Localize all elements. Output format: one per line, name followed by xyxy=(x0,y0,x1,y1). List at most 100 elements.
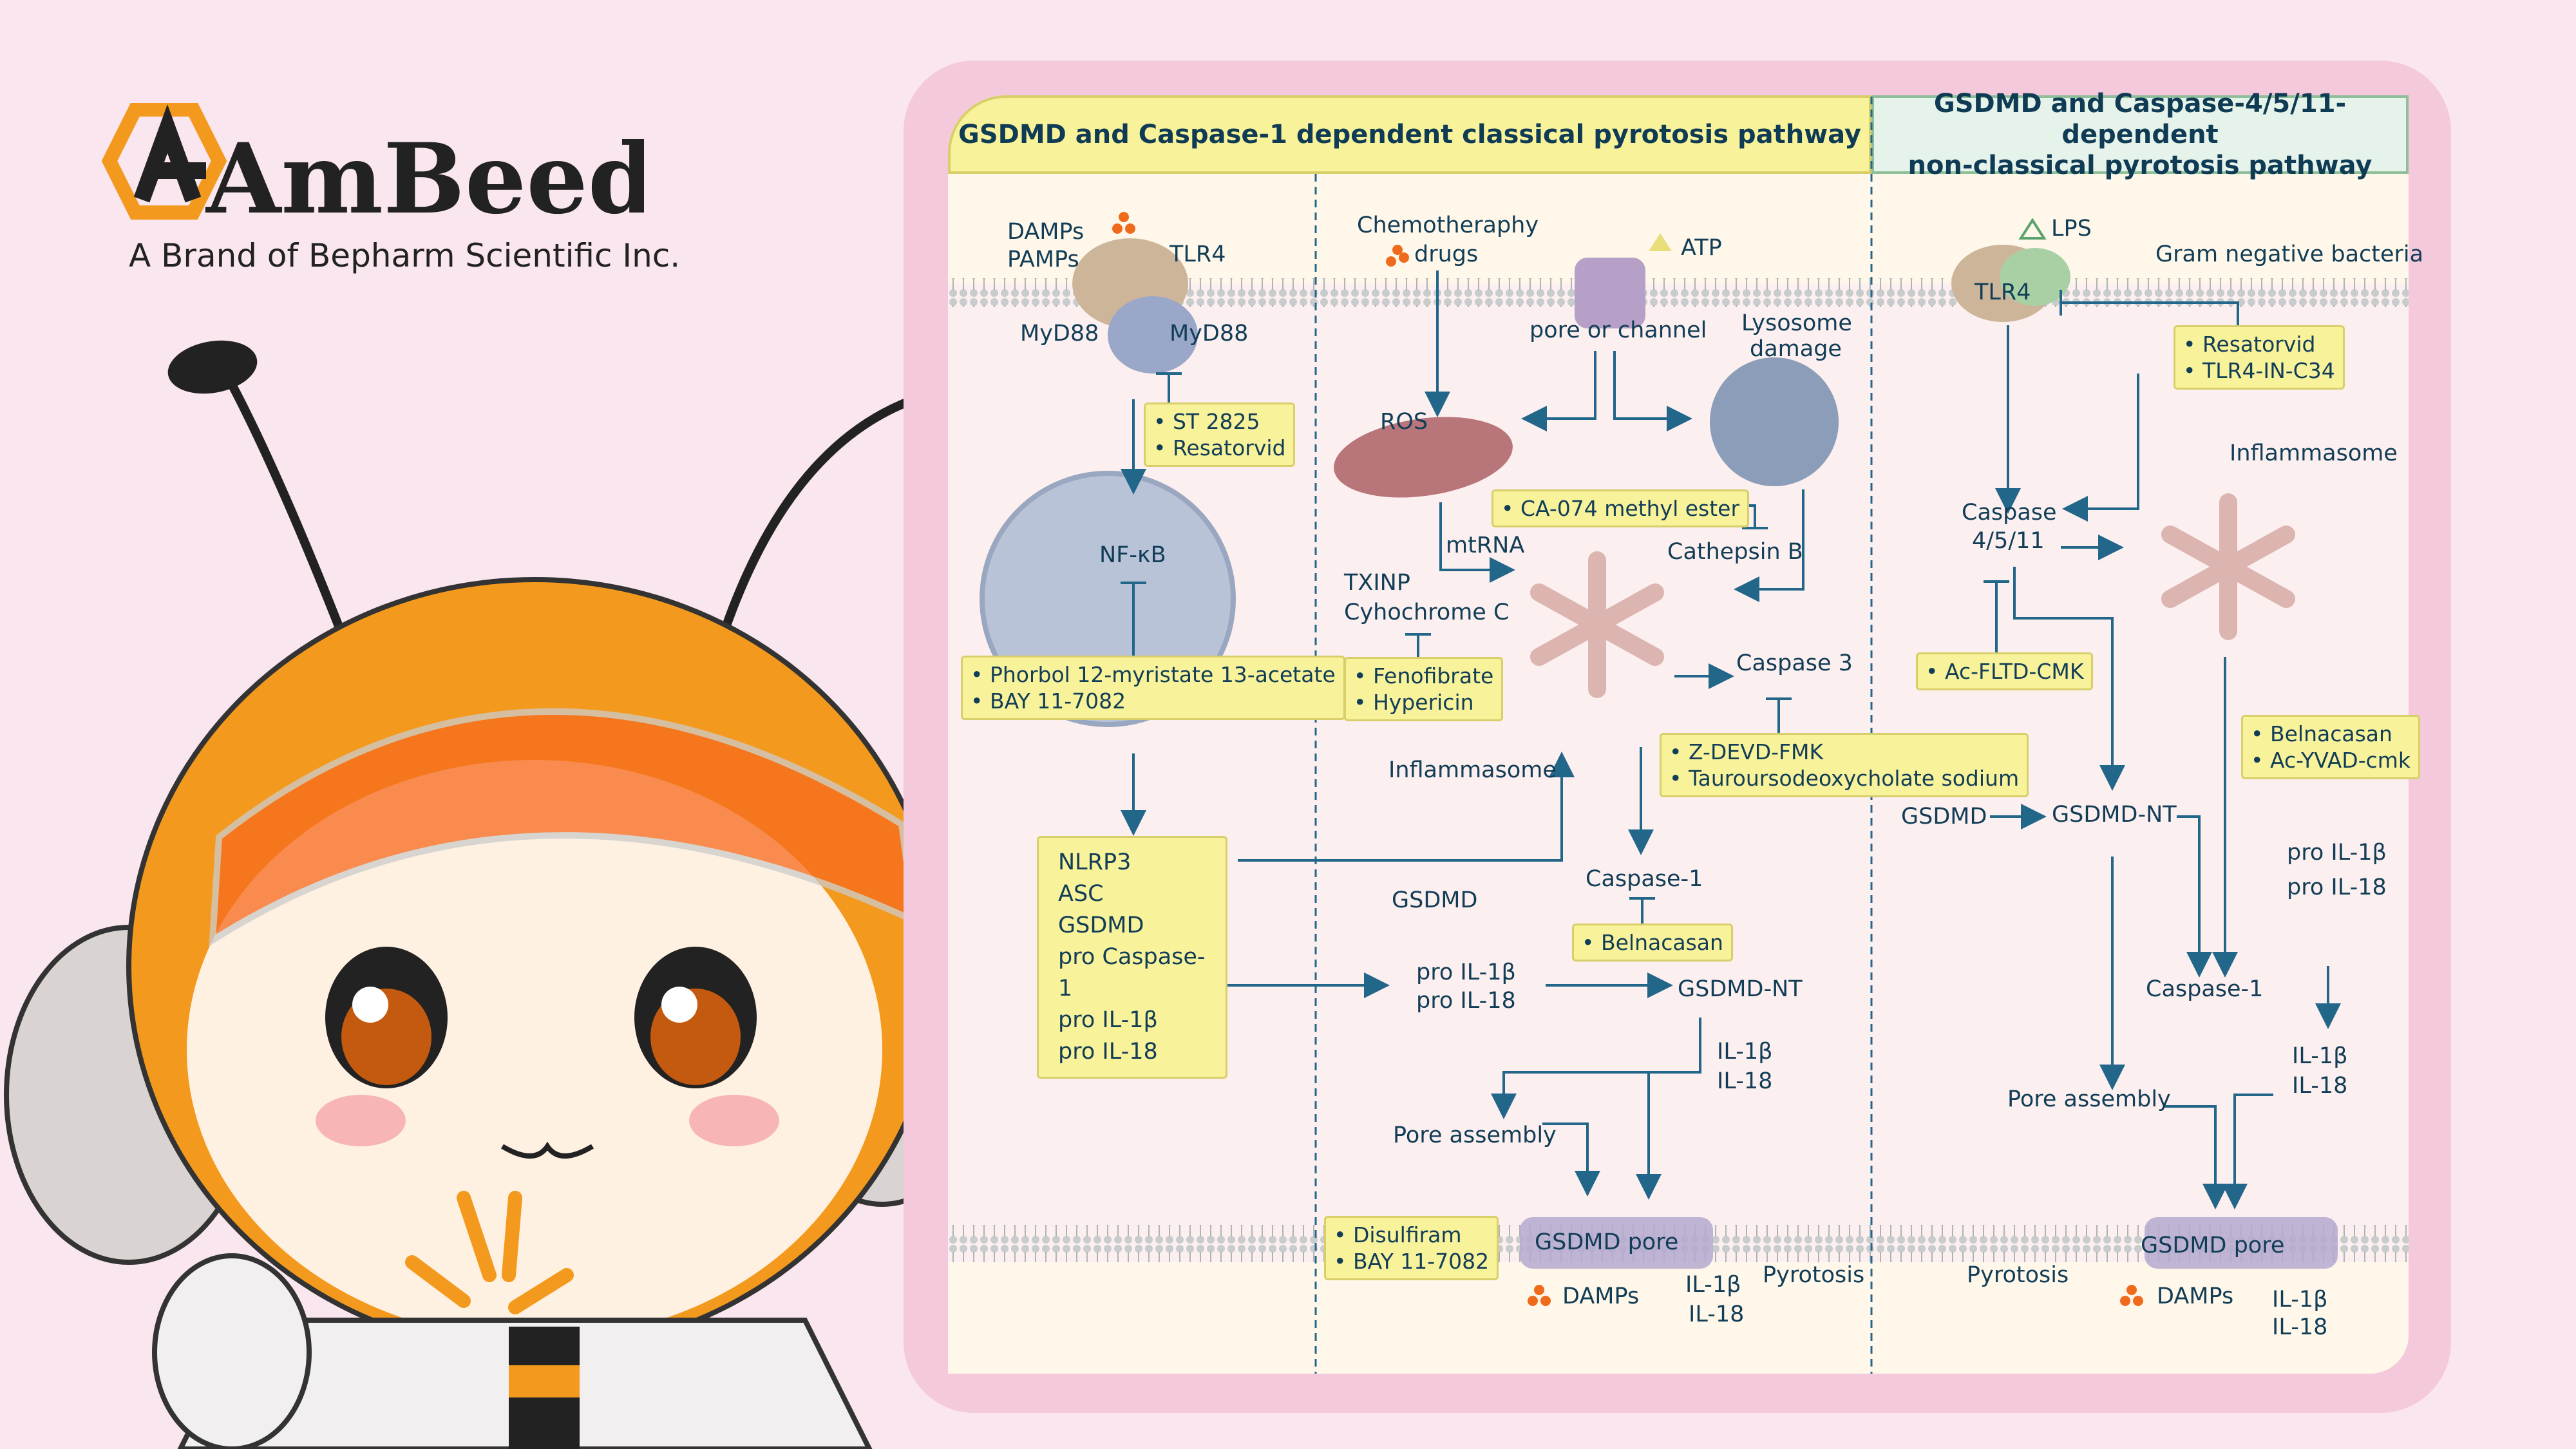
inhibitor-box-caspase4: Ac-FLTD-CMK xyxy=(1916,652,2094,690)
inhibitor: Resatorvid xyxy=(2183,331,2335,357)
lysosome-icon xyxy=(1710,357,1839,486)
inhibitor-box-cathepsin: CA-074 methyl ester xyxy=(1492,489,1750,527)
inhibitor-box-pore: DisulfiramBAY 11-7082 xyxy=(1324,1216,1499,1280)
mitochondria-icon xyxy=(1334,417,1513,498)
label-damps: DAMPs xyxy=(1562,1283,1640,1309)
inhibitor-box-caspase1: Belnacasan xyxy=(1572,923,1733,961)
tlr4-receptor-icon xyxy=(1072,238,1198,374)
inhibitor: Belnacasan xyxy=(1582,929,1723,956)
arrows xyxy=(1121,270,2341,1209)
label-il18: IL-18 xyxy=(2272,1314,2328,1340)
inhibitor-box-txinp: FenofibrateHypericin xyxy=(1344,657,1504,721)
atp-triangle-icon xyxy=(1649,233,1672,251)
label-mtrna: mtRNA xyxy=(1446,533,1525,558)
label-inflammasome: Inflammasome xyxy=(2230,440,2398,466)
damps-dots-icon xyxy=(1112,212,2143,1306)
inhibitor: BAY 11-7082 xyxy=(971,688,1336,714)
label-tlr4: TLR4 xyxy=(1975,279,2031,305)
ambeed-logo: AmBeed xyxy=(101,103,644,232)
label-pore-channel: pore or channel xyxy=(1530,317,1707,343)
header-line: non-classical pyrotosis pathway xyxy=(1908,151,2372,180)
extracellular-zone xyxy=(948,174,2409,283)
inhibitor: Z-DEVD-FMK xyxy=(1669,739,2019,765)
brand-tagline: A Brand of Bepharm Scientific Inc. xyxy=(129,237,681,274)
inhibitor: Resatorvid xyxy=(1153,435,1286,461)
label-il18: IL-18 xyxy=(1717,1068,1773,1094)
inflammasome-icon xyxy=(1530,551,1664,698)
label-txinp: TXINP xyxy=(1344,570,1410,596)
label-inflammasome: Inflammasome xyxy=(1388,757,1557,783)
label-drugs: drugs xyxy=(1414,242,1479,267)
inhibitor: Tauroursodeoxycholate sodium xyxy=(1669,765,2019,791)
svg-text:AmBeed: AmBeed xyxy=(205,122,644,232)
inhibitor: Hypericin xyxy=(1354,689,1493,715)
label-cathepsin-b: Cathepsin B xyxy=(1667,539,1803,565)
component: pro Caspase-1 xyxy=(1058,944,1206,1001)
label-gram-negative-bacteria: Gram negative bacteria xyxy=(2155,242,2424,267)
label-pyrotosis: Pyrotosis xyxy=(1763,1262,1865,1288)
label-gsdmd: GSDMD xyxy=(1392,887,1478,913)
label-damage: damage xyxy=(1750,336,1842,362)
label-pyrotosis: Pyrotosis xyxy=(1967,1262,2069,1288)
label-pro-il1b: pro IL-1β xyxy=(1416,960,1516,985)
inhibitor: Belnacasan xyxy=(2251,721,2410,747)
label-il1b: IL-1β xyxy=(1685,1272,1741,1298)
label-myd88: MyD88 xyxy=(1170,321,1249,346)
label-myd88: MyD88 xyxy=(1020,321,1099,346)
gsdmd-pore-icon xyxy=(2145,1217,2338,1269)
inhibitor: TLR4-IN-C34 xyxy=(2183,357,2335,384)
inhibitor: Ac-YVAD-cmk xyxy=(2251,747,2410,773)
tlr4-receptor-icon xyxy=(1951,245,2070,322)
label-pore-assembly: Pore assembly xyxy=(2007,1086,2171,1112)
label-pro-il18: pro IL-18 xyxy=(1416,988,1516,1014)
label-il18: IL-18 xyxy=(2292,1073,2348,1099)
label-pro-il1b: pro IL-1β xyxy=(2287,840,2387,866)
inhibitor-box-caspase3: Z-DEVD-FMKTauroursodeoxycholate sodium xyxy=(1660,733,2029,797)
label-caspase-3: Caspase 3 xyxy=(1736,650,1853,676)
label-pore-assembly: Pore assembly xyxy=(1393,1122,1557,1148)
inhibitor: Phorbol 12-myristate 13-acetate xyxy=(971,661,1336,688)
extracellular-zone-bottom xyxy=(948,1262,2409,1374)
label-chemotherapy: Chemotheraphy xyxy=(1357,213,1539,238)
label-lps: LPS xyxy=(2051,216,2092,242)
label-atp: ATP xyxy=(1681,235,1722,261)
label-caspase-1: Caspase-1 xyxy=(1586,866,1703,892)
label-lysosome: Lysosome xyxy=(1741,310,1852,336)
label-caspase: Caspase xyxy=(1962,500,2057,526)
label-nfkb: NF-κB xyxy=(1099,542,1166,568)
inhibitor: Ac-FLTD-CMK xyxy=(1926,658,2084,685)
inhibitor: ST 2825 xyxy=(1153,408,1285,435)
inhibitor-box-tlr4: ST 2825Resatorvid xyxy=(1144,402,1296,467)
pore-channel-icon xyxy=(1575,258,1645,328)
label-damps: DAMPs xyxy=(1007,219,1084,245)
component: pro IL-18 xyxy=(1058,1039,1158,1065)
gsdmd-pore-icon xyxy=(1520,1217,1713,1269)
label-gsdmd: GSDMD xyxy=(1901,804,1987,829)
label-tlr4: TLR4 xyxy=(1170,242,1226,267)
component: GSDMD xyxy=(1058,913,1144,938)
inflammasome-icon xyxy=(2161,493,2295,640)
label-il18: IL-18 xyxy=(1689,1302,1745,1327)
inhibitor-box-caspase1: BelnacasanAc-YVAD-cmk xyxy=(2241,715,2421,779)
inhibitor: CA-074 methyl ester xyxy=(1501,495,1739,522)
label-il1b: IL-1β xyxy=(1717,1039,1773,1065)
label-damps: DAMPs xyxy=(2157,1283,2234,1309)
component: pro IL-1β xyxy=(1058,1007,1158,1033)
inhibitor-box-tlr4: ResatorvidTLR4-IN-C34 xyxy=(2174,325,2345,390)
inhibitor-box-nfkb: Phorbol 12-myristate 13-acetateBAY 11-70… xyxy=(961,656,1345,720)
label-gsdmd-nt: GSDMD-NT xyxy=(1678,976,1803,1002)
header-classical: GSDMD and Caspase-1 dependent classical … xyxy=(948,95,1871,174)
lps-triangle-icon xyxy=(2018,218,2047,240)
header-nonclassical: GSDMD and Caspase-4/5/11-dependent non-c… xyxy=(1871,89,2409,180)
label-il1b: IL-1β xyxy=(2272,1287,2328,1312)
label-gsdmd-nt: GSDMD-NT xyxy=(2052,802,2177,828)
inhibitor: Fenofibrate xyxy=(1354,663,1493,689)
header-line: GSDMD and Caspase-4/5/11-dependent xyxy=(1933,89,2347,149)
label-gsdmd-pore: GSDMD pore xyxy=(2141,1233,2285,1258)
label-ros: ROS xyxy=(1380,409,1428,435)
label-cytochrome-c: Cyhochrome C xyxy=(1344,600,1510,625)
label-pro-il18: pro IL-18 xyxy=(2287,875,2387,900)
inhibitor: Disulfiram xyxy=(1334,1222,1489,1248)
label-caspase-4-5-11: 4/5/11 xyxy=(1972,528,2045,554)
